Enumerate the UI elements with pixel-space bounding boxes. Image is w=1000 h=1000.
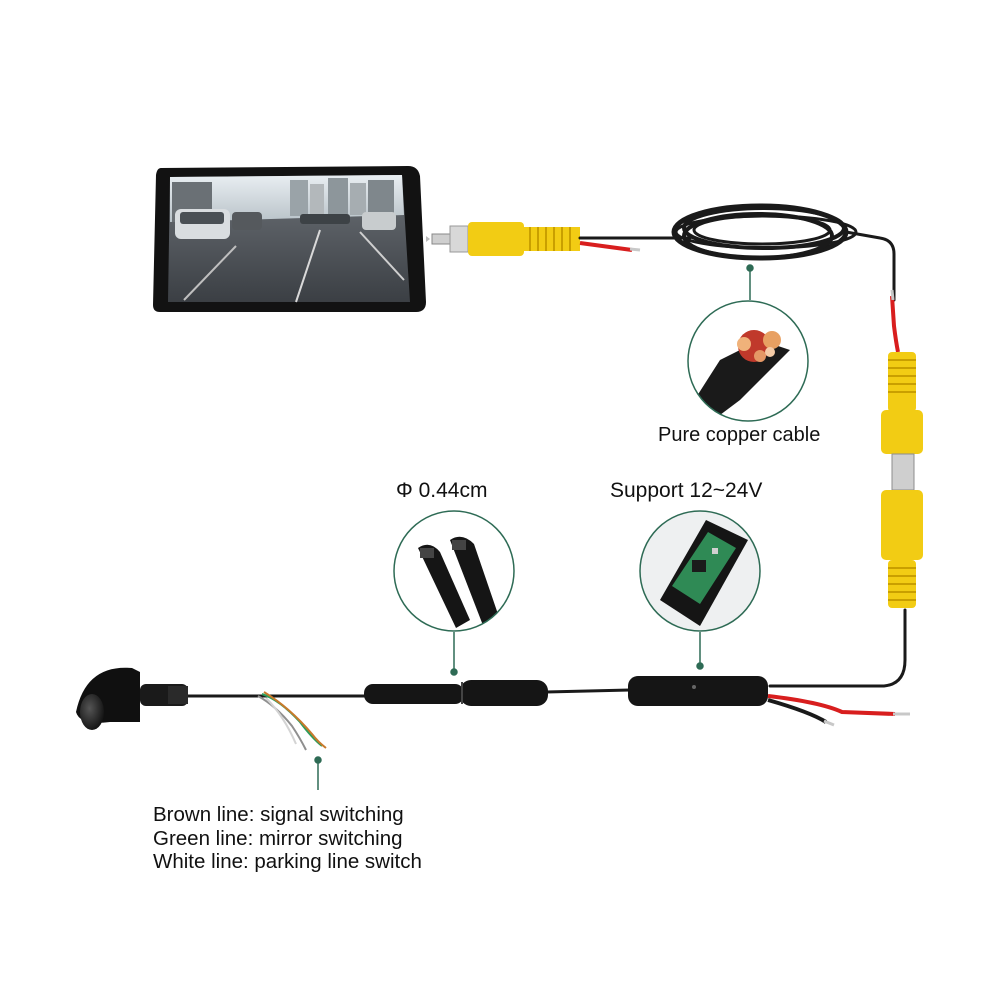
wire-legend: Brown line: signal switching Green line:… — [153, 803, 422, 874]
legend-green-line: Green line: mirror switching — [153, 826, 403, 850]
voltage-module-detail — [639, 510, 761, 632]
red-wire-mid — [890, 295, 900, 353]
aviation-connector — [364, 680, 548, 706]
legend-brown-line: Brown line: signal switching — [153, 803, 404, 826]
power-module — [628, 676, 768, 706]
rca-coupler — [881, 352, 923, 608]
rca-plug-top — [426, 222, 580, 256]
copper-cable-detail — [687, 300, 809, 422]
diameter-callout-label: Φ 0.44cm — [396, 479, 488, 502]
function-wires — [257, 691, 327, 751]
connector-diameter-detail — [393, 510, 515, 632]
monitor-display — [153, 166, 426, 312]
legend-white-line: White line: parking line switch — [153, 850, 422, 873]
callout-leaders — [314, 264, 754, 790]
backup-camera — [76, 667, 188, 730]
red-wire-power — [767, 694, 896, 716]
voltage-callout-label: Support 12~24V — [610, 479, 763, 502]
red-wire-top — [579, 241, 633, 252]
cable-callout-label: Pure copper cable — [658, 424, 821, 446]
camera-cable — [186, 688, 632, 698]
main-cable — [578, 203, 907, 688]
